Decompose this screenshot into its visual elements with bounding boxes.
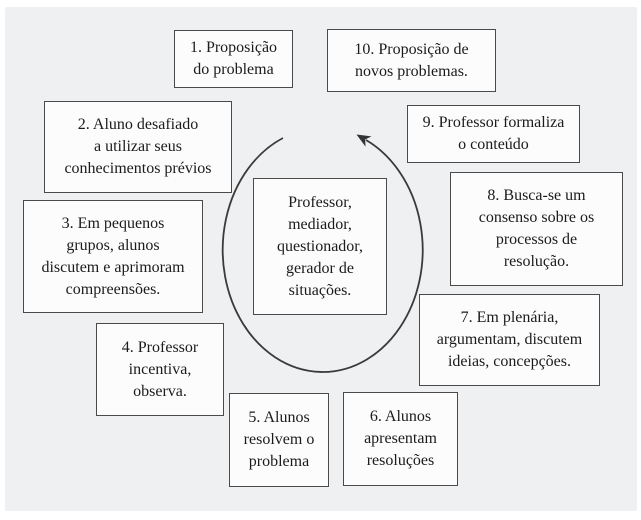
step-5-box: 5. Alunos resolvem o problema [229,393,329,487]
step-8-box: 8. Busca-se um consenso sobre os process… [450,172,623,286]
step-10-box: 10. Proposição de novos problemas. [327,29,496,92]
center-role-box: Professor, mediador, questionador, gerad… [253,178,387,315]
step-7-box: 7. Em plenária, argumentam, discutem ide… [419,294,600,386]
step-6-box: 6. Alunos apresentam resoluções [343,392,458,486]
step-3-box: 3. Em pequenos grupos, alunos discutem e… [23,200,203,313]
step-1-box: 1. Proposição do problema [174,30,293,88]
step-4-box: 4. Professor incentiva, observa. [96,323,224,416]
step-2-box: 2. Aluno desafiado a utilizar seus conhe… [44,101,232,193]
step-9-box: 9. Professor formaliza o conteúdo [407,105,580,163]
